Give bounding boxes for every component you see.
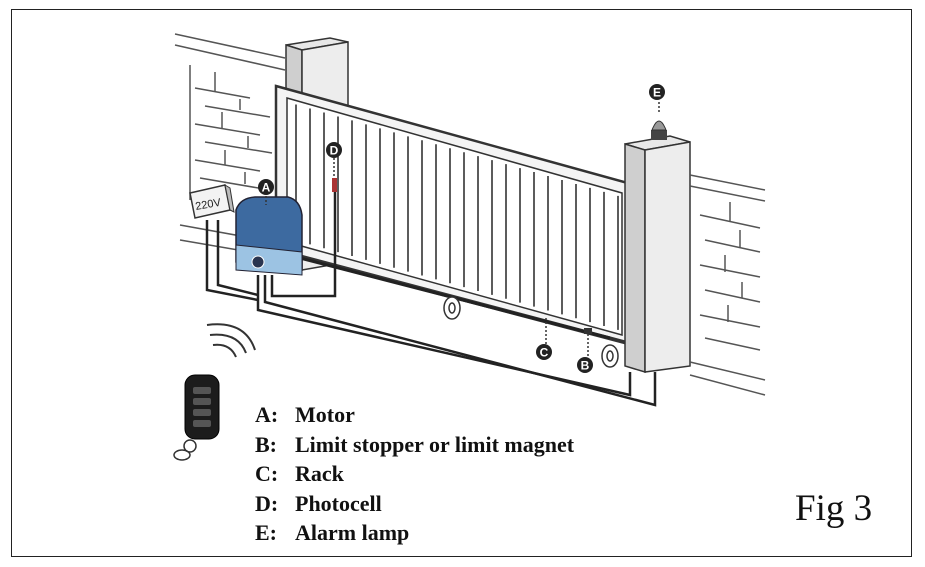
marker-a: A [258, 179, 274, 195]
limit-stopper [584, 328, 592, 356]
alarm-lamp [651, 102, 667, 140]
legend-item-photocell: D:Photocell [255, 489, 574, 519]
legend: A:Motor B:Limit stopper or limit magnet … [255, 400, 574, 548]
legend-text: Limit stopper or limit magnet [295, 432, 574, 457]
figure-caption: Fig 3 [795, 487, 872, 530]
legend-text: Rack [295, 461, 344, 486]
marker-d-label: D [330, 144, 339, 158]
legend-text: Alarm lamp [295, 520, 409, 545]
legend-key: A: [255, 400, 295, 430]
legend-key: E: [255, 518, 295, 548]
legend-key: B: [255, 430, 295, 460]
marker-e-label: E [653, 86, 661, 100]
legend-item-limit-stopper: B:Limit stopper or limit magnet [255, 430, 574, 460]
legend-key: D: [255, 489, 295, 519]
power-box: 220V [190, 185, 234, 218]
marker-c-label: C [540, 346, 549, 360]
marker-b: B [577, 357, 593, 373]
legend-key: C: [255, 459, 295, 489]
marker-d: D [326, 142, 342, 158]
remote-control [174, 324, 255, 460]
legend-text: Motor [295, 402, 355, 427]
legend-item-rack: C:Rack [255, 459, 574, 489]
marker-b-label: B [581, 359, 590, 373]
motor [236, 197, 302, 275]
right-brick-wall [690, 175, 765, 395]
marker-e: E [649, 84, 665, 100]
right-pillar [625, 136, 690, 372]
legend-text: Photocell [295, 491, 382, 516]
legend-item-alarm-lamp: E:Alarm lamp [255, 518, 574, 548]
marker-c: C [536, 344, 552, 360]
marker-a-label: A [262, 181, 271, 195]
legend-item-motor: A:Motor [255, 400, 574, 430]
